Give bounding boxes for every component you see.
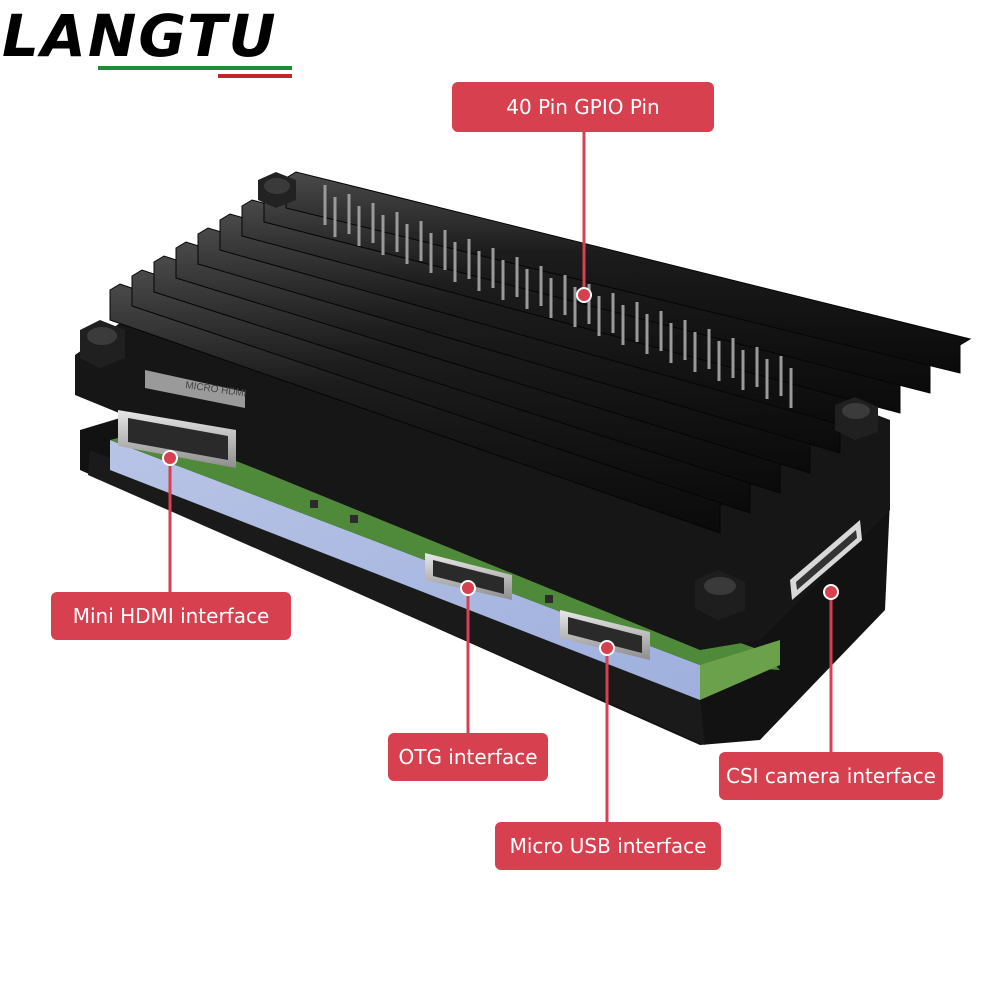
otg-port (425, 553, 512, 600)
callout-mini-hdmi: Mini HDMI interface (51, 592, 291, 640)
callout-micro-usb: Micro USB interface (495, 822, 721, 870)
gpio-pins (323, 185, 793, 408)
logo-stripe-red (218, 74, 292, 78)
leader-lines (168, 130, 833, 822)
micro-usb-port (560, 610, 650, 660)
callout-csi: CSI camera interface (719, 752, 943, 800)
standoff-screws (80, 172, 878, 620)
logo-stripe-green (98, 66, 292, 70)
mini-hdmi-port: MICRO HDMI (118, 370, 247, 468)
leader-dots (162, 287, 839, 656)
callout-gpio: 40 Pin GPIO Pin (452, 82, 714, 132)
csi-slot (790, 520, 862, 600)
callout-otg: OTG interface (388, 733, 548, 781)
brand-name: LANGTU (2, 2, 278, 70)
brand-logo: LANGTU (0, 0, 310, 90)
heatsink-fin (285, 171, 972, 374)
